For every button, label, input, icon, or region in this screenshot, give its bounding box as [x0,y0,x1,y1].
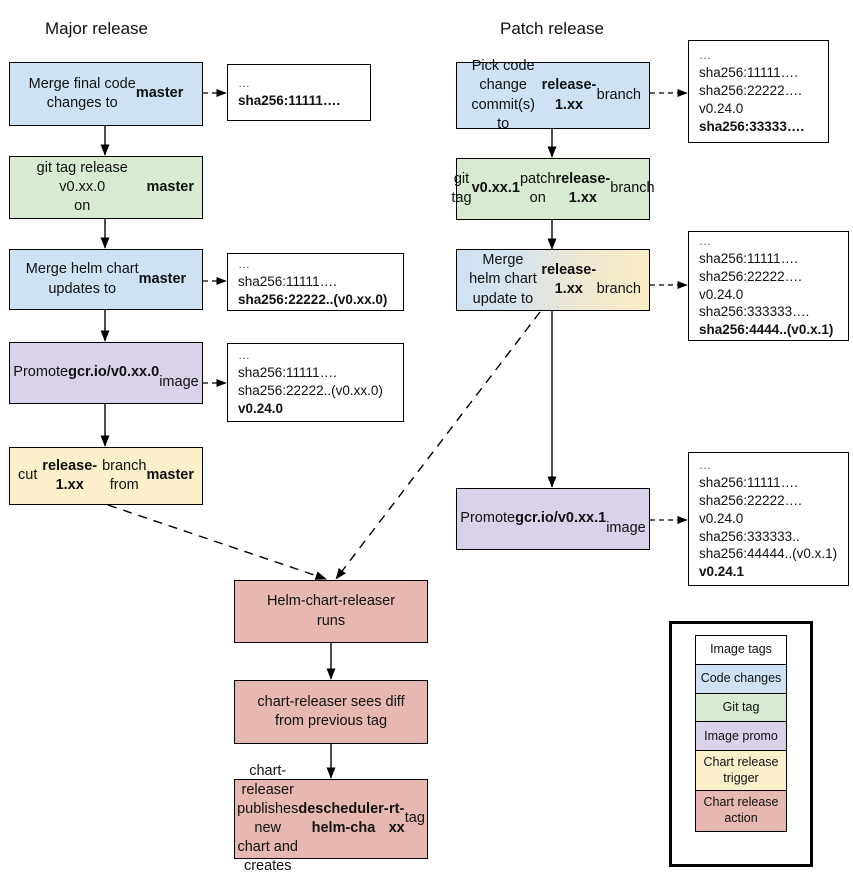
legend-item-git-tag: Git tag [695,692,787,723]
tag-line: v0.24.0 [699,510,744,526]
edge-dashed-cut-branch-to-releaser [107,504,327,580]
tag-line: v0.24.0 [699,286,744,302]
tag-line: sha256:22222..(v0.xx.0) [238,383,383,399]
tag-line: sha256:33333…. [699,118,805,134]
tag-line: sha256:44444..(v0.x.1) [699,546,838,562]
tag-line: v0.24.0 [238,400,284,416]
tag-line: … [238,348,251,363]
tagbox-after-promote-image-major: … sha256:11111…. sha256:22222..(v0.xx.0)v0… [227,343,404,422]
tag-line: v0.24.1 [699,564,745,580]
legend-item-image-promo: Image promo [695,721,787,752]
title-patch-release: Patch release [500,19,604,38]
title-major-release: Major release [45,19,148,38]
tag-line: sha256:333333.. [699,528,800,544]
legend-item-image-tags: Image tags [695,635,787,665]
tag-line: sha256:22222…. [699,268,802,284]
tagbox-after-merge-helm-chart-release-branch: … sha256:11111…. sha256:22222…. v0.24.0 sha2… [688,231,849,341]
legend-item-code-changes: Code changes [695,663,787,694]
tag-line: … [699,233,712,248]
tag-line: sha256:11111…. [699,250,798,266]
tagbox-after-merge-helm-chart-master: … sha256:11111…. sha256:22222..(v0.xx.0) [227,253,404,311]
tag-line: sha256:11111…. [238,273,337,289]
legend-item-chart-release-trigger: Chart release trigger [695,750,787,792]
tag-line: sha256:22222..(v0.xx.0) [238,291,388,307]
tag-line: sha256:22222…. [699,492,802,508]
tag-line: sha256:4444..(v0.x.1) [699,322,834,338]
tagbox-after-merge-final-code: … sha256:11111…. [227,64,371,121]
tag-line: sha256:333333…. [699,304,810,320]
tag-line: sha256:11111…. [699,474,798,490]
tag-line: … [238,76,251,91]
tag-line: … [238,256,251,271]
tag-line: sha256:11111…. [699,65,798,81]
tagbox-after-promote-image-patch: … sha256:11111…. sha256:22222…. v0.24.0 sha2… [688,452,849,586]
tagbox-after-pick-code-change: … sha256:11111…. sha256:22222…. v0.24.0 sha2… [688,40,829,143]
legend-item-chart-release-action: Chart release action [695,790,787,832]
tag-line: … [699,457,712,472]
tag-line: v0.24.0 [699,101,744,116]
tag-line: sha256:22222…. [699,83,802,99]
tag-line: … [699,48,712,63]
tag-line: sha256:11111…. [238,365,337,381]
tag-line: sha256:11111…. [238,93,341,109]
